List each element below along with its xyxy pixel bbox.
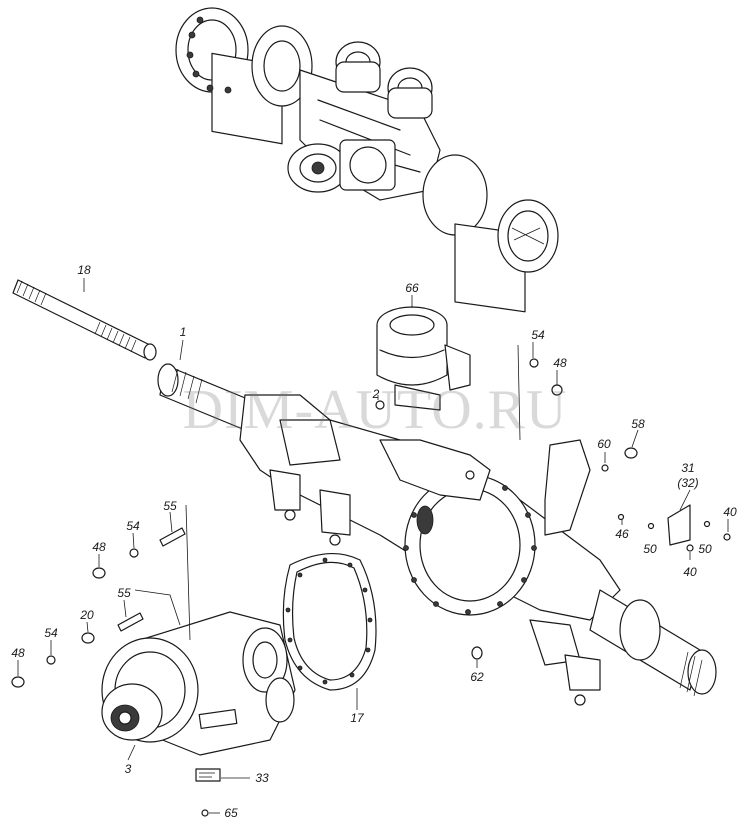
- top-differential: [287, 139, 396, 193]
- bolt-40-a: [723, 533, 731, 541]
- washer-54-a: [129, 548, 139, 558]
- callout-18: 18: [77, 263, 91, 277]
- watermark-text: DIM-AUTO.RU: [183, 379, 568, 441]
- callout-2: 2: [372, 387, 380, 401]
- callout-1: 1: [180, 325, 187, 339]
- washer-50-b: [703, 520, 711, 528]
- callout-3: 3: [125, 762, 132, 776]
- gasket-17: [282, 552, 377, 691]
- callout-48-b: 48: [92, 540, 106, 554]
- callout-labels: 18 1 66 54 48 2 58 60 31 (32) 40 46 50 5…: [11, 263, 737, 820]
- washer-50-a: [647, 522, 655, 530]
- rivet-65: [201, 809, 209, 817]
- stud-55-upper: [159, 527, 186, 547]
- plug-58: [624, 447, 638, 459]
- callout-40-b: 40: [683, 565, 697, 579]
- top-brake-chambers: [335, 41, 433, 119]
- callout-54-c: 54: [44, 626, 58, 640]
- washer-54-b: [46, 655, 56, 665]
- bolt-40-b: [686, 544, 694, 552]
- callout-54-b: 54: [126, 519, 140, 533]
- callout-55-lower: 55: [117, 586, 131, 600]
- washer-46: [617, 513, 625, 521]
- valve-2: [375, 400, 385, 410]
- right-wheel-hub: [422, 154, 559, 313]
- nut-48-b: [11, 676, 25, 688]
- brake-chamber-66: [376, 306, 471, 411]
- ring-gear-label-plate: [198, 708, 238, 730]
- callout-20: 20: [79, 608, 94, 622]
- axle-shaft-18: [12, 279, 157, 361]
- callout-58: 58: [631, 417, 645, 431]
- callout-62: 62: [470, 670, 484, 684]
- plug-62: [471, 646, 483, 660]
- callout-50-a: 50: [643, 542, 657, 556]
- callout-17: 17: [350, 711, 365, 725]
- washer-54-top: [529, 358, 539, 368]
- nut-48-a: [92, 567, 106, 579]
- callout-46: 46: [615, 527, 629, 541]
- final-drive-3: [101, 611, 296, 756]
- callout-60: 60: [597, 437, 611, 451]
- callout-50-b: 50: [698, 542, 712, 556]
- callout-65: 65: [224, 806, 238, 820]
- left-wheel-hub: [175, 7, 313, 145]
- callout-66: 66: [405, 281, 419, 295]
- bolt-20: [81, 632, 95, 644]
- callout-31: 31: [681, 461, 694, 475]
- callout-40-a: 40: [723, 505, 737, 519]
- plug-60: [601, 464, 609, 472]
- callout-48-top: 48: [553, 356, 567, 370]
- nameplate-33: [195, 768, 221, 782]
- assembled-axle-illustration: [175, 7, 559, 313]
- callout-55-upper: 55: [163, 499, 177, 513]
- axle-housing-1: [157, 363, 717, 706]
- callout-54-top: 54: [531, 328, 545, 342]
- hardware-parts: [11, 358, 731, 817]
- callout-48-c: 48: [11, 646, 25, 660]
- callout-32: (32): [677, 476, 698, 490]
- bracket-31: [667, 504, 691, 546]
- callout-33: 33: [255, 771, 269, 785]
- leader-lines: [17, 278, 729, 814]
- stud-55-lower: [117, 612, 144, 632]
